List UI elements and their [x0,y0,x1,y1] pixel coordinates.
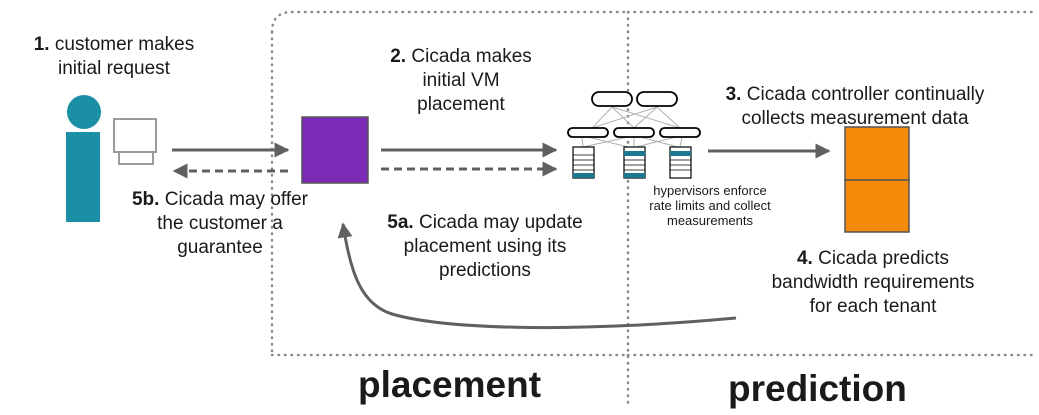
prediction-region-title: prediction [728,368,907,409]
step-5b-text-line1: Cicada may offer [164,189,308,210]
step-2-number: 2. [390,46,407,67]
placement-region-border [270,10,630,357]
prediction-controller-box [844,126,910,233]
step-3-text-line2: collects measurement data [741,108,969,129]
step-2-text-line3: placement [417,94,505,115]
step-4-label: 4. Cicada predicts bandwidth requirement… [728,247,1018,319]
placement-region-title: placement [358,364,542,405]
hypervisor-note: hypervisors enforce rate limits and coll… [630,183,790,228]
step-3-label: 3. Cicada controller continually collect… [690,83,1020,131]
step-3-text-line1: Cicada controller continually [746,84,985,105]
step-1-text-line1: customer makes [54,34,195,55]
step-5b-label: 5b. Cicada may offer the customer a guar… [100,188,340,260]
prediction-region-border [626,10,1038,407]
prediction-feedback-arrow [337,222,737,330]
customer-icon [66,95,101,222]
step-5a-text-line1: Cicada may update [418,212,583,233]
hypervisor-note-line2: rate limits and collect [649,198,771,213]
step-5b-number: 5b. [131,189,160,210]
step-2-label: 2. Cicada makes initial VM placement [346,45,576,117]
step-4-text-line2: bandwidth requirements [771,272,975,293]
step-5b-text-line2: the customer a [157,213,283,234]
step-5a-text-line3: predictions [439,260,531,281]
step-1-label: 1. customer makes initial request [8,33,220,81]
step-4-number: 4. [796,248,813,269]
step-1-text-line2: initial request [58,58,170,79]
hypervisor-note-line3: measurements [667,213,753,228]
step-5a-label: 5a. Cicada may update placement using it… [360,211,610,283]
step-3-number: 3. [725,84,742,105]
hypervisor-note-line1: hypervisors enforce [653,183,767,198]
step-5a-text-line2: placement using its [403,236,567,257]
step-4-text-line1: Cicada predicts [818,248,950,269]
datacenter-network-icon [567,91,701,179]
step-2-text-line1: Cicada makes [411,46,532,67]
step-5a-number: 5a. [387,212,414,233]
step-1-number: 1. [33,34,50,55]
step-4-text-line3: for each tenant [809,296,937,317]
step-2-text-line2: initial VM [422,70,500,91]
computer-icon [113,118,157,165]
step-5b-text-line3: guarantee [177,237,263,258]
placement-controller-box [301,116,369,184]
